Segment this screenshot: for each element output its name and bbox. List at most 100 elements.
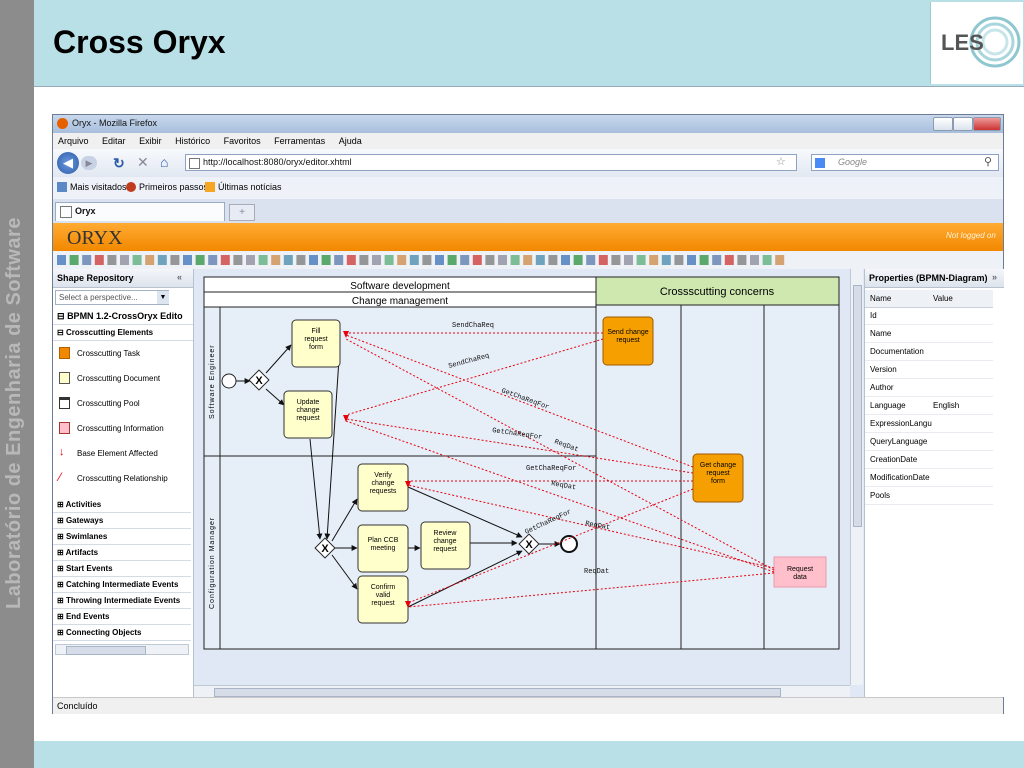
close-button[interactable] [973, 117, 1001, 131]
bookmark-most-visited[interactable]: Mais visitados [70, 182, 127, 192]
category-swimlanes[interactable]: ⊞ Swimlanes [53, 529, 191, 545]
stencil-label: Crosscutting Task [77, 349, 140, 358]
stencil-crosscutting-relationship[interactable]: ⁄Crosscutting Relationship [53, 466, 191, 491]
toolbar-button-icon [485, 255, 495, 265]
browser-window: Oryx - Mozilla Firefox Arquivo Editar Ex… [52, 114, 1004, 714]
reload-icon[interactable]: ↻ [113, 155, 125, 171]
chevron-down-icon[interactable]: ▼ [157, 291, 169, 304]
menu-ajuda[interactable]: Ajuda [338, 136, 362, 146]
tab-oryx[interactable]: Oryx [55, 202, 225, 221]
star-icon[interactable]: ☆ [776, 156, 786, 168]
forward-button[interactable]: ▶ [81, 156, 97, 170]
flow-fill-join [324, 343, 341, 540]
canvas-vscrollbar[interactable] [850, 269, 863, 685]
menu-arquivo[interactable]: Arquivo [58, 136, 89, 146]
new-tab-button[interactable]: + [229, 204, 255, 221]
toolbar-button-icon [586, 255, 596, 265]
prop-row-id[interactable]: Id [865, 307, 993, 325]
repository-scroll-thumb[interactable] [66, 646, 146, 655]
search-field[interactable]: Google ⚲ [811, 154, 999, 171]
canvas-hscroll-thumb[interactable] [214, 688, 781, 697]
prop-row-version[interactable]: Version [865, 361, 993, 379]
properties-panel: Properties (BPMN-Diagram) » Name Value I… [864, 269, 1004, 697]
toolbar-button-icon [409, 255, 419, 265]
home-icon[interactable]: ⌂ [160, 154, 169, 170]
diagram-canvas[interactable]: Software development Change management S… [194, 269, 864, 697]
bookmark-latest-news[interactable]: Últimas notícias [218, 182, 282, 192]
svg-text:X: X [525, 539, 533, 551]
prop-row-query-language[interactable]: QueryLanguage [865, 433, 993, 451]
prop-row-documentation[interactable]: Documentation [865, 343, 993, 361]
maximize-button[interactable] [953, 117, 973, 131]
menu-historico[interactable]: Histórico [175, 136, 211, 146]
menu-exibir[interactable]: Exibir [139, 136, 162, 146]
relationship-line [407, 572, 775, 608]
back-button[interactable]: ◀ [57, 152, 79, 174]
prop-row-expression-language[interactable]: ExpressionLangu [865, 415, 993, 433]
prop-row-modification-date[interactable]: ModificationDate [865, 469, 993, 487]
stencil-crosscutting-information[interactable]: Crosscutting Information [53, 416, 191, 441]
stencil-label: Crosscutting Pool [77, 399, 140, 408]
toolbar-button-icon [195, 255, 205, 265]
side-lab-name: Laboratório de Engenharia de Software [3, 217, 25, 609]
search-icon[interactable]: ⚲ [984, 156, 993, 168]
category-start-events[interactable]: ⊞ Start Events [53, 561, 191, 577]
stencil-label: Crosscutting Relationship [77, 474, 168, 483]
category-catching-intermediate-events[interactable]: ⊞ Catching Intermediate Events [53, 577, 191, 593]
stencil-set-header[interactable]: ⊟ BPMN 1.2-CrossOryx Edito [53, 309, 193, 325]
base-element-affected-marker [405, 601, 411, 608]
category-label: Swimlanes [65, 532, 108, 541]
prop-row-pools[interactable]: Pools [865, 487, 993, 505]
category-artifacts[interactable]: ⊞ Artifacts [53, 545, 191, 561]
toolbar-button-icon [611, 255, 621, 265]
flow-join-verify [331, 498, 358, 542]
category-end-events[interactable]: ⊞ End Events [53, 609, 191, 625]
category-activities[interactable]: ⊞ Activities [53, 497, 191, 513]
collapse-right-icon[interactable]: » [992, 272, 998, 282]
relationship-label: ReqDat [584, 568, 609, 576]
toolbar-button-icon [724, 255, 734, 265]
category-connecting-objects[interactable]: ⊞ Connecting Objects [53, 625, 191, 641]
stop-icon[interactable]: ✕ [137, 154, 149, 170]
category-throwing-intermediate-events[interactable]: ⊞ Throwing Intermediate Events [53, 593, 191, 609]
canvas-hscrollbar[interactable] [194, 685, 850, 697]
stencil-crosscutting-pool[interactable]: Crosscutting Pool [53, 391, 191, 416]
menu-editar[interactable]: Editar [102, 136, 126, 146]
toolbar-button-icon [258, 255, 268, 265]
login-status[interactable]: Not logged on [946, 231, 996, 240]
toolbar-button-icon [561, 255, 570, 265]
minimize-button[interactable] [933, 117, 953, 131]
repository-hscrollbar[interactable] [55, 644, 189, 655]
prop-row-author[interactable]: Author [865, 379, 993, 397]
tab-bar: Oryx + [53, 199, 1003, 223]
pool-title: Software development [350, 281, 450, 292]
menu-ferramentas[interactable]: Ferramentas [274, 136, 326, 146]
toolbar-button-icon [233, 255, 243, 265]
stencil-crosscutting-task[interactable]: Crosscutting Task [53, 341, 191, 366]
plus-icon: ⊞ [57, 612, 64, 621]
menu-favoritos[interactable]: Favoritos [223, 136, 261, 146]
url-field[interactable]: http://localhost:8080/oryx/editor.xhtml … [185, 154, 797, 171]
prop-row-creation-date[interactable]: CreationDate [865, 451, 993, 469]
crosscutting-title: Crossscutting concerns [660, 286, 775, 298]
url-text: http://localhost:8080/oryx/editor.xhtml [203, 157, 352, 167]
col-name[interactable]: Name [870, 294, 892, 303]
most-visited-icon [57, 182, 67, 192]
prop-row-name[interactable]: Name [865, 325, 993, 343]
stencil-base-element-affected[interactable]: ↓Base Element Affected [53, 441, 191, 466]
svg-text:X: X [321, 543, 329, 555]
col-value[interactable]: Value [933, 294, 953, 303]
stencil-crosscutting-document[interactable]: Crosscutting Document [53, 366, 191, 391]
perspective-select[interactable]: Select a perspective... ▼ [55, 290, 169, 305]
category-crosscutting[interactable]: ⊟ Crosscutting Elements [53, 325, 193, 341]
canvas-vscroll-thumb[interactable] [853, 285, 862, 527]
bookmark-first-steps[interactable]: Primeiros passos [139, 182, 209, 192]
collapse-left-icon[interactable]: « [177, 272, 183, 282]
category-gateways[interactable]: ⊞ Gateways [53, 513, 191, 529]
